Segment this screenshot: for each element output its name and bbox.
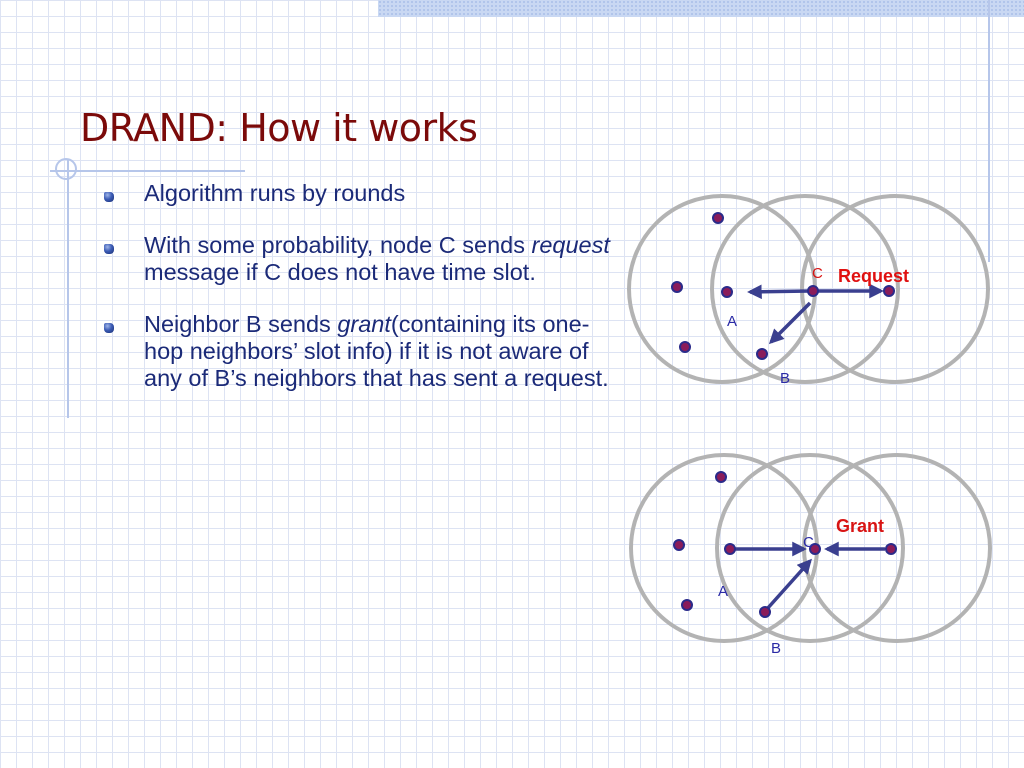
node-label-a: A [718,583,728,600]
node-dot [671,281,683,293]
node-dot [679,341,691,353]
node-dot-b [759,606,771,618]
top-decorative-band [378,0,1024,17]
range-circle-right [800,194,990,384]
node-label-b: B [771,640,781,657]
node-dot [673,539,685,551]
right-accent-line [988,0,990,262]
node-dots [671,212,895,360]
range-circle-middle [715,453,905,643]
bullet-text-segment: Neighbor B sends [144,311,338,337]
range-circle-middle [710,194,900,384]
bullet-item: Algorithm runs by rounds [102,180,622,207]
grant-arrow-from-b [765,558,812,611]
bullet-icon [104,244,114,254]
bullet-item: With some probability, node C sends requ… [102,232,622,286]
grant-diagram: C A B Grant [629,453,992,657]
bullet-text: Neighbor B sends grant(containing its on… [144,311,609,391]
bullet-icon [104,323,114,333]
request-label: Request [838,266,909,286]
request-diagram: C A B Request [627,194,990,387]
node-label-b: B [780,370,790,387]
bullet-text-segment: With some probability, node C sends [144,232,532,258]
node-dot-a [721,286,733,298]
node-dot-c [807,285,819,297]
node-dot-c [809,543,821,555]
bullet-text-segment: Algorithm runs by rounds [144,180,406,206]
slide-title: DRAND: How it works [80,106,478,150]
node-dots [673,471,897,618]
bullet-text-segment: (containing its one-hop neighbors’ slot … [144,311,609,391]
bullet-item: Neighbor B sends grant(containing its on… [102,311,622,392]
title-underline [50,170,245,172]
node-dot [883,285,895,297]
request-arrow-to-b [768,301,812,345]
bullet-text: Algorithm runs by rounds [144,180,405,206]
request-arrow-to-a [747,284,811,300]
node-label-c: C [803,534,814,551]
crosshair-ornament [55,158,77,180]
node-dot [681,599,693,611]
node-dot [715,471,727,483]
bullet-text-emphasis: grant [337,311,391,337]
bullet-list: Algorithm runs by rounds With some proba… [102,180,622,417]
node-dot [885,543,897,555]
node-label-c: C [812,265,823,282]
node-dot-b [756,348,768,360]
node-dot-a [724,543,736,555]
bullet-text-segment: message if C does not have time slot. [144,259,536,285]
bullet-text: With some probability, node C sends requ… [144,232,610,285]
node-dot [712,212,724,224]
left-accent-line [67,160,69,418]
node-label-a: A [727,313,737,330]
bullet-icon [104,192,114,202]
bullet-text-emphasis: request [531,232,610,258]
grant-label: Grant [836,516,884,536]
